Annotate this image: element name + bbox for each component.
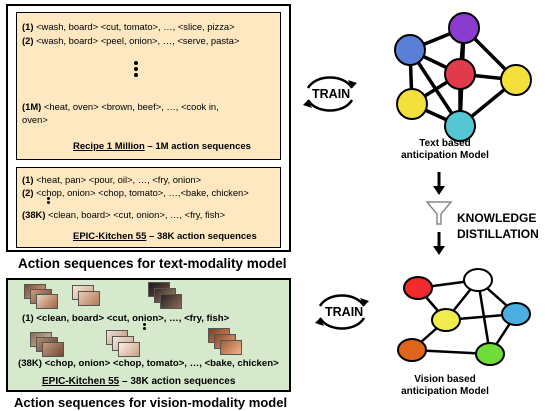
vision-line-last: (38K) <chop, onion> <chop, tomato>, …, <… [18, 358, 279, 369]
network-node [397, 338, 427, 362]
seq-index: (2) [22, 35, 34, 46]
seq-text: <heat, pan> <pour, oil>, …, <fry, onion> [33, 174, 202, 185]
seq-index: (1) [22, 174, 34, 185]
network-node [463, 268, 493, 292]
epic-line-2: (2) <chop, onion> <chop, tomato>, …,<bak… [22, 187, 249, 198]
recipe-line-last-cont: oven> [22, 114, 48, 125]
network-node [394, 34, 426, 66]
network-node [396, 88, 428, 120]
vision-dataset-title: Action sequences for vision-modality mod… [14, 395, 288, 410]
epic-line-1: (1) <heat, pan> <pour, oil>, …, <fry, on… [22, 174, 201, 185]
dataset-name: Recipe 1 Million [73, 141, 145, 152]
network-node [500, 64, 532, 96]
model-label-line: Vision based [414, 374, 476, 385]
video-frame-thumbnail [220, 340, 242, 355]
network-node [475, 342, 505, 366]
train-cycle-arrows-bottom [315, 294, 369, 330]
dataset-name: EPIC-Kitchen 55 [73, 231, 147, 242]
recipe-line-last: (1M) <heat, oven> <brown, beef>, …, <coo… [22, 101, 219, 112]
network-node [403, 276, 433, 300]
kd-line: DISTILLATION [457, 227, 539, 241]
recipe-caption: Recipe 1 Million – 1M action sequences [73, 141, 251, 152]
seq-text: <clean, board> <cut, onion>, …, <fry, fi… [45, 209, 226, 220]
recipe-line-2: (2) <wash, board> <peel, onion>, …, <ser… [22, 35, 239, 46]
dataset-size: – 1M action sequences [144, 141, 251, 152]
video-frame-thumbnail [78, 291, 100, 306]
train-label-bottom: TRAIN [325, 305, 364, 319]
down-arrow-icon [433, 172, 445, 195]
ellipsis-dots [143, 323, 147, 331]
text-dataset-title: Action sequences for text-modality model [18, 256, 287, 271]
model-label-line: anticipation Model [401, 150, 489, 161]
dataset-size: – 38K action sequences [119, 376, 236, 387]
dataset-size: – 38K action sequences [146, 231, 257, 242]
ellipsis-dots [47, 197, 51, 205]
epic-line-last: (38K) <clean, board> <cut, onion>, …, <f… [22, 209, 225, 220]
text-model-network [394, 12, 532, 142]
model-label-line: Text based [419, 138, 471, 149]
recipe1m-panel: (1) <wash, board> <cut, tomato>, …, <sli… [16, 12, 281, 160]
seq-index: (2) [22, 187, 34, 198]
seq-index: (1) [22, 21, 34, 32]
knowledge-distillation-label: KNOWLEDGE DISTILLATION [457, 210, 539, 242]
recipe-line-1: (1) <wash, board> <cut, tomato>, …, <sli… [22, 21, 235, 32]
network-node [448, 12, 480, 44]
epic-vision-caption: EPIC-Kitchen 55 – 38K action sequences [42, 376, 235, 387]
video-frame-thumbnail [118, 342, 140, 357]
network-node [431, 308, 461, 332]
vision-model-network [397, 268, 531, 366]
text-dataset-frame [6, 4, 291, 252]
seq-text: <wash, board> <peel, onion>, …, <serve, … [33, 35, 240, 46]
kd-line: KNOWLEDGE [457, 211, 537, 225]
seq-index: (38K) [22, 209, 46, 220]
dataset-name: EPIC-Kitchen 55 [42, 376, 120, 387]
network-node [501, 302, 531, 326]
seq-text: <wash, board> <cut, tomato>, …, <slice, … [33, 21, 235, 32]
seq-text: <heat, oven> <brown, beef>, …, <cook in, [41, 101, 219, 112]
epic-text-panel: (1) <heat, pan> <pour, oil>, …, <fry, on… [16, 167, 281, 248]
funnel-icon [425, 201, 453, 225]
vision-line-1: (1) <clean, board> <cut, onion>, …, <fry… [22, 313, 230, 324]
train-cycle-arrows-top [303, 76, 357, 112]
train-label-top: TRAIN [312, 87, 351, 101]
network-node [444, 110, 476, 142]
video-frame-thumbnail [42, 342, 64, 357]
video-frame-thumbnail [160, 294, 182, 309]
video-frame-thumbnail [36, 294, 58, 309]
seq-index: (1M) [22, 101, 42, 112]
text-model-label: Text based anticipation Model [380, 138, 510, 162]
vision-model-label: Vision based anticipation Model [380, 374, 510, 398]
vision-dataset-panel: (1) <clean, board> <cut, onion>, …, <fry… [6, 278, 291, 392]
network-node [444, 58, 476, 90]
seq-text: <chop, onion> <chop, tomato>, …,<bake, c… [33, 187, 249, 198]
down-arrow-icon [433, 232, 445, 255]
epic-text-caption: EPIC-Kitchen 55 – 38K action sequences [73, 231, 257, 242]
model-label-line: anticipation Model [401, 386, 489, 397]
ellipsis-dots [134, 61, 138, 79]
